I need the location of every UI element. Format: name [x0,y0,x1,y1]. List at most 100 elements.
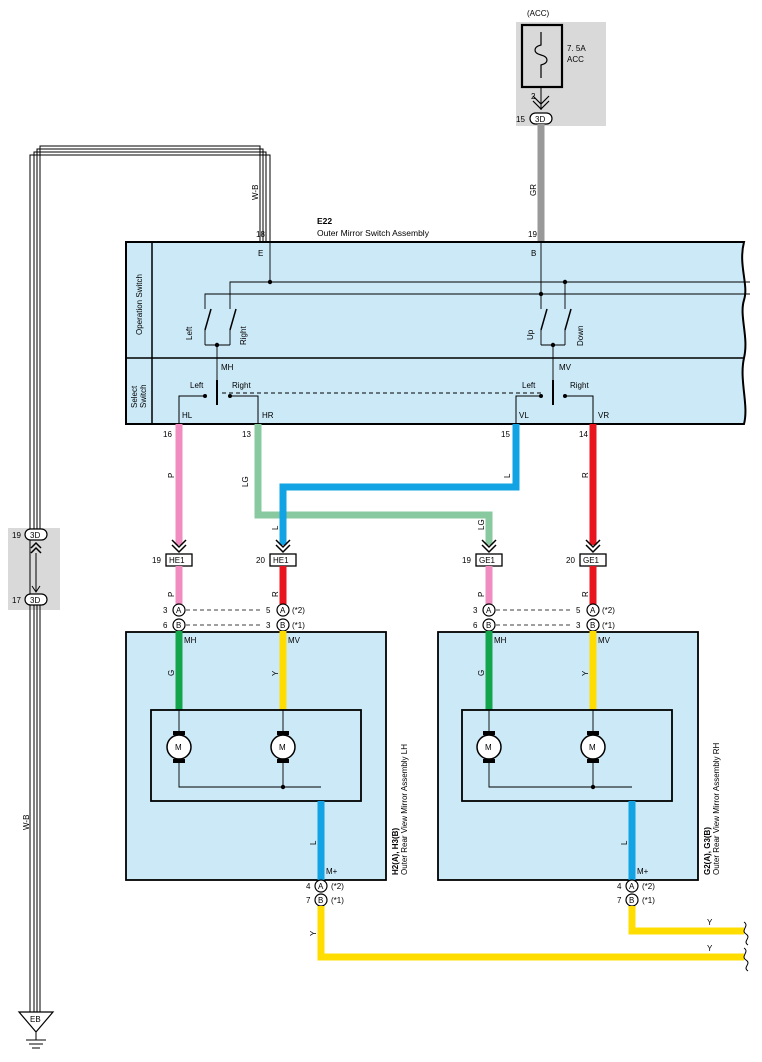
lh-pin-a2-letter: A [280,606,286,615]
rh-out-note-a: (*2) [642,882,655,891]
select-mh: MH [221,363,234,372]
rh-wire-y-label: Y [581,670,590,676]
rh-mirror-title: Outer Rear View Mirror Assembly RH [712,742,721,875]
side-connector-bottom-pin: 17 [12,596,21,605]
op-switch-left: Left [185,326,194,340]
lh-wire-g-label: G [167,670,176,676]
rh-wire-g-label: G [477,670,486,676]
select-hr: HR [262,411,274,420]
connector-he1-b-pin: 20 [256,556,265,565]
switch-pin-14: 14 [579,430,588,439]
lh-wire-l-label: L [309,840,318,845]
ground-icon [26,1032,46,1049]
select-left-2: Left [522,381,536,390]
op-switch-down: Down [576,326,585,346]
side-connector-top [24,528,48,541]
rh-pin-6: 6 [473,621,478,630]
switch-pin-13: 13 [242,430,251,439]
lh-motor-1-label: M [175,743,182,752]
wire-l-vl [279,424,520,545]
side-connector-arrow-icon [30,541,42,554]
connector-boxes [165,553,607,567]
lh-mirror-connector-pins [172,603,290,632]
he1-b-arrow-icon [275,539,291,554]
wire-p-he1-label: P [167,592,176,597]
rh-motor-1-icon [476,731,502,763]
switch-assembly-panel [125,241,747,425]
select-left-1: Left [190,381,204,390]
rh-out-wire-y1-label: Y [707,918,713,927]
rh-motor-box [461,709,673,802]
wire-p-label: P [167,473,176,478]
lh-output-pins [314,879,328,907]
rh-pin-a2-letter: A [590,606,596,615]
wire-r-he1-label: R [271,591,280,597]
fuse-rating: 7. 5A [567,44,586,53]
lh-out-pin-4: 4 [306,882,311,891]
select-switch-wiring [178,392,594,424]
lh-pin-5: 5 [266,606,271,615]
side-connector-down-icon [31,585,41,593]
rh-mplus: M+ [637,867,649,876]
select-hl: HL [182,411,193,420]
wire-r-ge1-label: R [581,591,590,597]
rh-mirror-panel [437,631,699,881]
wire-l-cross-label: L [271,525,280,530]
rh-mirror-connector-pins [482,603,600,632]
junction-dots [214,279,568,348]
rh-motor-2-label: M [589,743,596,752]
select-switch-blades [216,380,554,405]
switch-pin-18: 18 [256,230,265,239]
side-connector-top-pin: 19 [12,531,21,540]
rh-pin-5: 5 [576,606,581,615]
side-connector-top-label: 3D [30,531,40,540]
lh-pin-3b: 3 [266,621,271,630]
lh-junction [280,784,286,790]
select-mv: MV [559,363,572,372]
rh-pin-a-letter: A [486,606,492,615]
rh-mirror-id: G2(A), G3(B) [703,827,712,875]
ge1-b-arrow-icon [585,539,601,554]
rh-out-pin-7: 7 [617,896,622,905]
harness-wires [175,424,597,545]
switch-pin-19: 19 [528,230,537,239]
rh-pin-b2-letter: B [590,621,595,630]
fuse-name: ACC [567,55,584,64]
rh-motor-1-label: M [485,743,492,752]
side-connector-bottom-label: 3D [30,596,40,605]
lh-note-a: (*2) [292,606,305,615]
select-switch-contacts [203,394,567,398]
side-connector-bottom [24,593,48,606]
rh-note-b: (*1) [602,621,615,630]
wire-w-b-side-label: W-B [22,815,31,830]
connector-ge1-a-pin: 19 [462,556,471,565]
rh-pin-3b: 3 [576,621,581,630]
operation-switch-blades [204,308,572,331]
op-switch-up: Up [526,329,535,340]
connector-ge1-a: GE1 [479,556,496,565]
ground-triangle-icon [17,1011,55,1033]
rh-out-wire-y2-label: Y [707,944,713,953]
lh-mirror-id: H2(A), H3(B) [391,828,400,875]
wire-l-label: L [503,473,512,478]
fuse-icon [534,32,548,78]
switch-term-b: B [531,249,536,258]
wire-gr-label: GR [529,184,538,196]
connector-ge1-b: GE1 [583,556,600,565]
wire-lg-hr [254,424,493,545]
connector-he1-a-pin: 19 [152,556,161,565]
select-switch-label-1: Select [130,385,139,408]
wire-w-b-top-label: W-B [251,185,260,200]
rh-pin-3: 3 [473,606,478,615]
rh-junction [590,784,596,790]
wire-lg-cross-label: LG [477,519,486,530]
wire-lg-label: LG [241,476,250,487]
switch-pin-16: 16 [163,430,172,439]
rh-out-a: A [629,882,635,891]
he1-a-arrow-icon [171,539,187,554]
lh-motor-wiring [178,710,321,788]
lh-out-wire-y-label: Y [309,930,318,936]
fuse-connector-pin: 15 [516,115,525,124]
connector-arrows [171,539,601,554]
